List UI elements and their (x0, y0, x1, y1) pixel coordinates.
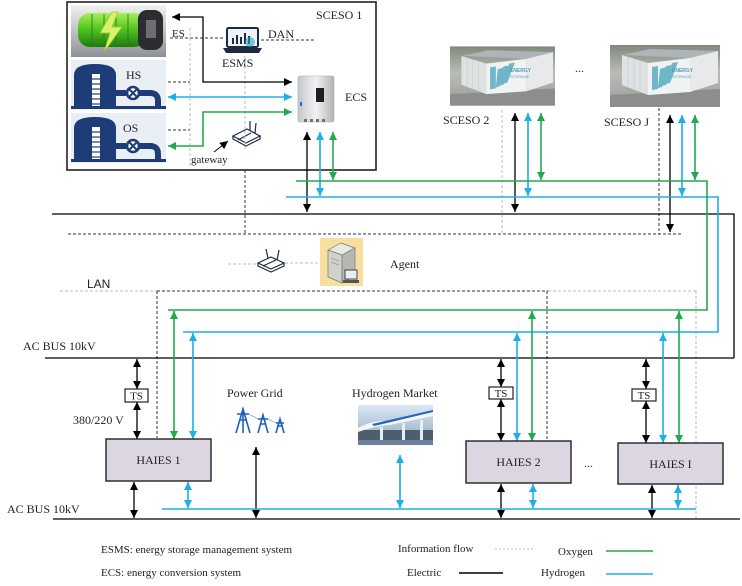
sceso-1-group: SCESO 1 ES HS OS (66, 1, 377, 171)
sceso-j-container-icon (609, 45, 721, 107)
haies-i-ts-label: TS (638, 390, 651, 402)
abbreviations: ESMS: energy storage management system E… (101, 544, 292, 579)
hydrogen-station-image (358, 405, 433, 445)
power-grid-label: Power Grid (227, 386, 283, 400)
agent-label: Agent (390, 257, 420, 271)
os-label: OS (123, 121, 138, 135)
sceso-j-label: SCESO J (604, 115, 649, 129)
oxygen-lines (168, 108, 708, 443)
haies-ellipsis: ... (584, 456, 593, 470)
sceso-2-label: SCESO 2 (443, 113, 489, 127)
power-grid-towers-icon (235, 406, 285, 434)
haies-2-box (465, 440, 572, 484)
sceso-2-container-icon (450, 45, 555, 107)
haies-i-box (617, 442, 724, 485)
electric-lines (45, 13, 740, 520)
legend-oxygen-label: Oxygen (558, 546, 593, 558)
legend-hydrogen-label: Hydrogen (541, 567, 585, 579)
haies-1-ts-box (124, 388, 149, 403)
sceso-1-frame (66, 1, 377, 171)
electric-bus-upper (52, 213, 735, 358)
legend-information-label: Information flow (398, 543, 474, 555)
legend: Information flow Oxygen Electric Hydroge… (398, 543, 653, 579)
sceso-ellipsis: ... (575, 61, 584, 75)
haies-1-group: TS HAIES 1 (105, 388, 212, 482)
dan-label: DAN (268, 27, 294, 41)
hs-label: HS (126, 68, 141, 82)
hydrogen-network-loop (183, 196, 719, 333)
sceso-1-label: SCESO 1 (316, 8, 362, 22)
haies-2-ts-label: TS (495, 388, 508, 400)
haies-i-group: TS HAIES I (617, 388, 724, 485)
hydrogen-market-label: Hydrogen Market (352, 386, 438, 400)
abbreviation-ecs: ECS: energy conversion system (101, 567, 241, 579)
lan-router-icon (256, 248, 286, 273)
lower-ac-bus-label: AC BUS 10kV (7, 502, 80, 516)
legend-electric-label: Electric (407, 567, 441, 579)
ecs-inverter-icon (297, 75, 335, 123)
oxygen-network-loop (168, 180, 708, 311)
haies-1-box (105, 438, 212, 482)
hydrogen-storage-tank-icon (71, 60, 166, 110)
upper-ac-bus-label: AC BUS 10kV (23, 339, 96, 353)
sceso-j-image-text: ENERGY (672, 68, 694, 74)
gateway-pointer-arrow (213, 140, 229, 153)
hydrogen-lines (162, 93, 719, 510)
low-voltage-label: 380/220 V (73, 413, 124, 427)
haies-2-ts-box (488, 386, 514, 400)
oxygen-storage-tank-icon (71, 113, 166, 163)
battery-icon (71, 5, 166, 57)
haies-2-label: HAIES 2 (496, 455, 540, 469)
esms-laptop-icon (223, 27, 262, 53)
sceso-j-group: ENERGY STORAGE SCESO J (604, 45, 721, 129)
sceso-2-image-text: ENERGY (510, 68, 532, 74)
haies-1-ts-label: TS (130, 391, 143, 403)
esms-label: ESMS (222, 56, 253, 70)
haies-i-ts-box (631, 388, 657, 402)
abbreviation-esms: ESMS: energy storage management system (101, 544, 292, 556)
oxygen-os-ecs (168, 108, 292, 150)
sceso-j-image-subtext: STORAGE (672, 74, 692, 79)
sceso-2-image-subtext: STORAGE (510, 74, 530, 79)
ecs-label: ECS (345, 90, 367, 104)
haies-i-label: HAIES I (649, 457, 691, 471)
gateway-label: gateway (191, 154, 228, 166)
haies-2-group: TS HAIES 2 (465, 386, 572, 484)
electric-es-ecs (172, 13, 292, 86)
sceso-2-group: ENERGY STORAGE SCESO 2 (443, 45, 555, 127)
lan-label: LAN (87, 277, 110, 291)
agent-server-icon (320, 238, 363, 286)
gateway-router-icon (231, 121, 262, 147)
haies-1-label: HAIES 1 (136, 453, 180, 467)
